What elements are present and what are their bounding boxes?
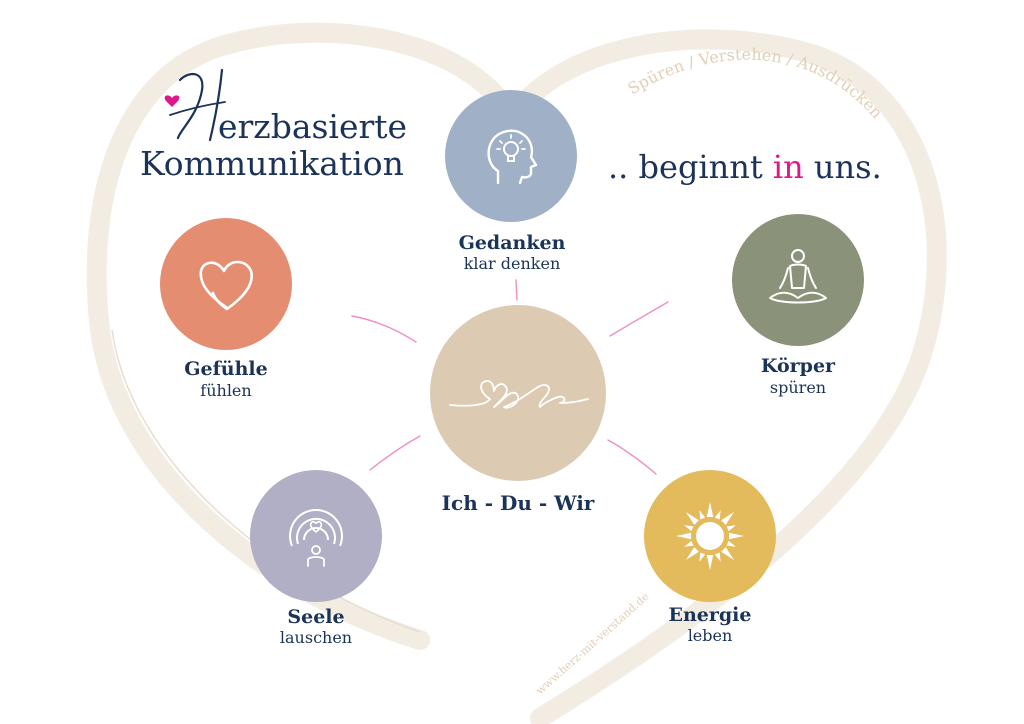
gedanken-title: Gedanken [458, 232, 566, 254]
sun-ray [706, 555, 714, 570]
calligraphic-h-icon [164, 68, 226, 142]
sun-ray [714, 510, 721, 520]
sun-ray [684, 540, 694, 547]
sun-icon [676, 502, 744, 570]
head-lightbulb-icon [487, 129, 538, 185]
sun-ray [699, 510, 706, 520]
koerper-circle [732, 214, 864, 346]
energie-title: Energie [668, 604, 752, 626]
connector-seele [369, 435, 421, 471]
arc-text: Spüren / Verstehen / Ausdrücken [624, 45, 886, 123]
gefuehle-title: Gefühle [184, 358, 268, 380]
sun-ray [726, 540, 736, 547]
energie-circle [644, 470, 776, 602]
sun-ray [721, 547, 735, 561]
soul-rings-icon [289, 509, 343, 567]
seele-circle [250, 470, 382, 602]
center-label: Ich - Du - Wir [441, 491, 595, 515]
sun-ray [685, 511, 699, 525]
gedanken-subtitle: klar denken [463, 254, 561, 273]
connector-gedanken [515, 279, 518, 301]
sun-ray [676, 532, 691, 540]
koerper-subtitle: spüren [769, 378, 827, 397]
tagline: .. beginnt in uns. [608, 148, 882, 186]
connector-gefuehle [351, 315, 417, 343]
seele-title: Seele [287, 606, 345, 628]
title-line-1: erzbasierte [218, 107, 408, 146]
sun-ray [699, 552, 706, 562]
gefuehle-circle [160, 218, 292, 350]
gedanken-circle [445, 90, 577, 222]
gefuehle-subtitle: fühlen [200, 381, 252, 400]
meditation-icon [769, 249, 827, 304]
energie-subtitle: leben [687, 626, 733, 645]
sun-ray [729, 532, 744, 540]
sun-ray [684, 525, 694, 532]
seele-subtitle: lauschen [279, 628, 353, 647]
sun-ray [714, 552, 721, 562]
three-hearts-icon [449, 380, 589, 409]
sun-ray [721, 511, 735, 525]
sun-ray [726, 525, 736, 532]
tagline-highlight: in [772, 148, 804, 186]
title-line-2: Kommunikation [140, 144, 404, 183]
koerper-title: Körper [760, 355, 836, 377]
sun-ray [685, 547, 699, 561]
connector-koerper [609, 301, 669, 337]
heart-icon [199, 260, 253, 311]
tagline-before: .. beginnt [608, 148, 773, 186]
center-circle [430, 305, 606, 481]
tagline-after: uns. [803, 148, 882, 186]
connector-energie [607, 439, 657, 475]
sun-ray [706, 502, 714, 517]
